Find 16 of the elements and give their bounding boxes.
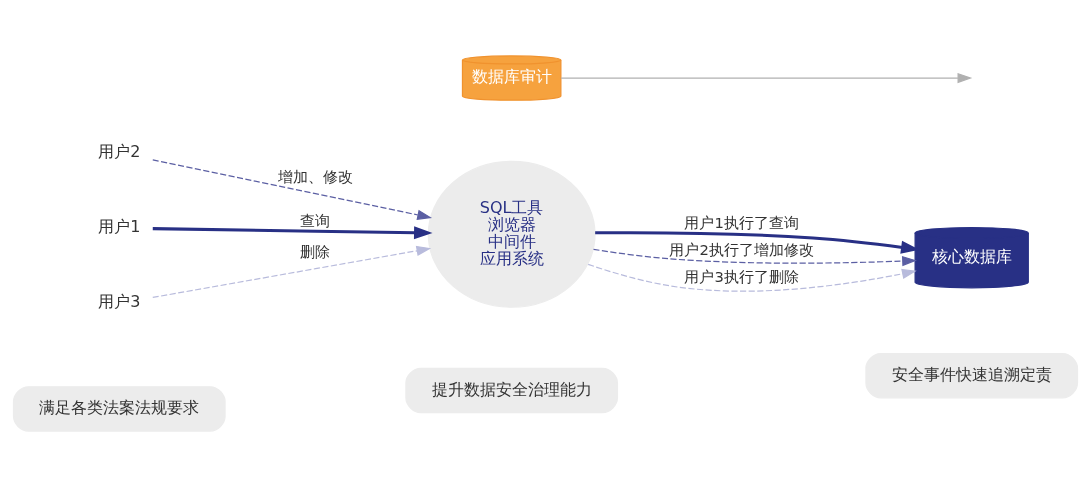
node-ellipse: SQL工具 浏览器 中间件 应用系统 xyxy=(427,160,596,308)
node-text: 用户3 xyxy=(98,291,141,311)
edge-label: 查询 xyxy=(300,211,331,229)
edge-label: 用户1执行了查询 xyxy=(684,213,799,231)
arrow xyxy=(592,248,917,266)
node-text: 用户2 xyxy=(98,141,141,161)
arrow xyxy=(560,72,973,83)
edge-label: 增加、修改 xyxy=(277,167,353,185)
arrow xyxy=(587,263,917,292)
arrow xyxy=(152,158,433,220)
node-text: 用户1 xyxy=(98,216,141,236)
arrow xyxy=(152,225,433,239)
arrow xyxy=(152,245,432,298)
edge-label: 用户2执行了增加修改 xyxy=(669,240,814,258)
edge-label: 用户3执行了删除 xyxy=(684,267,799,285)
edge-label: 删除 xyxy=(300,242,331,260)
